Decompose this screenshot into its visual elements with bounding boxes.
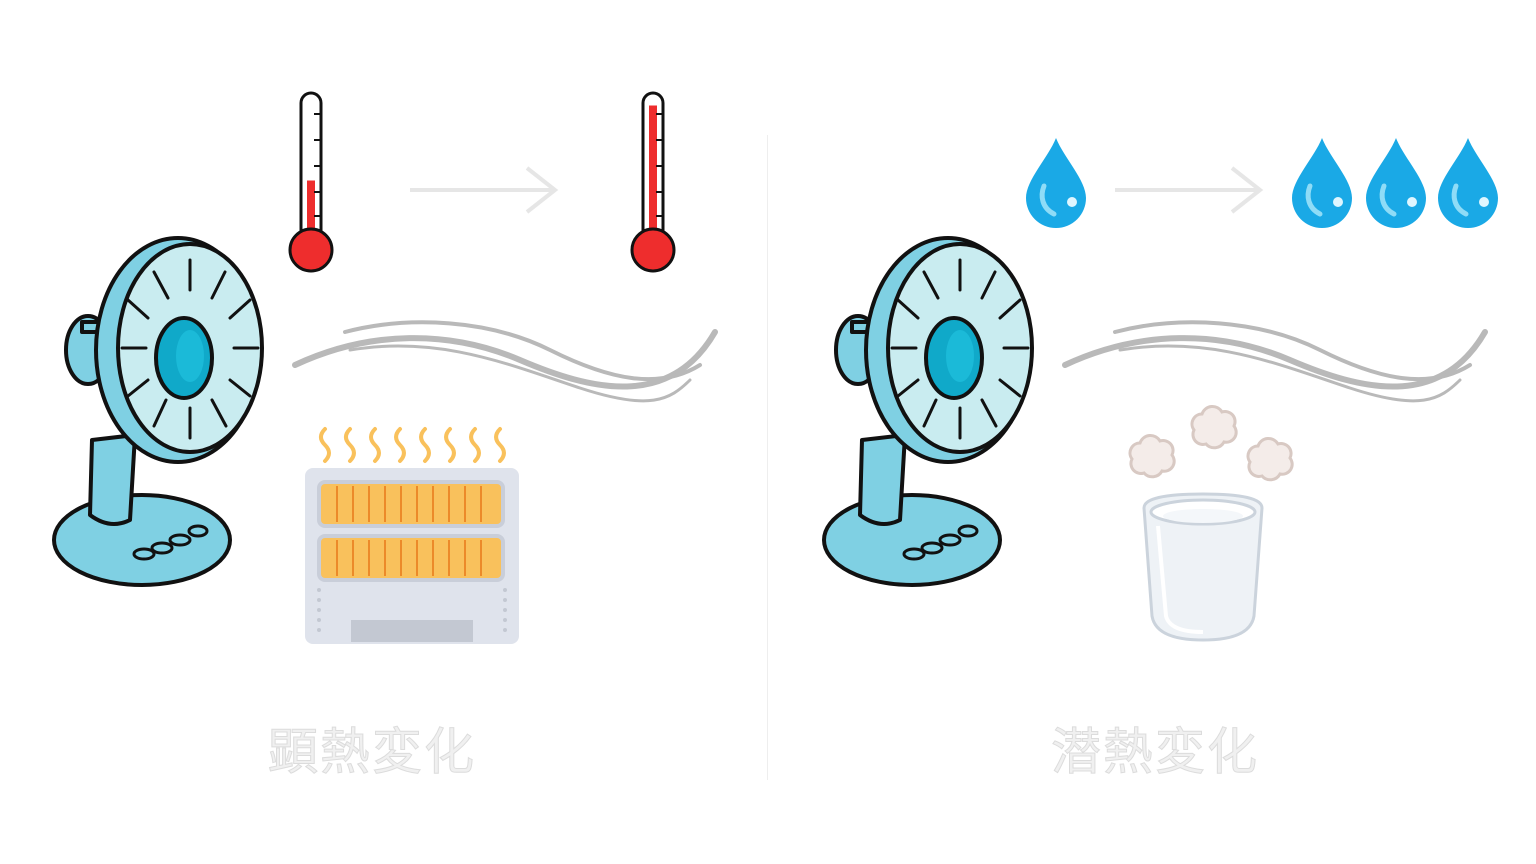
steam-icon xyxy=(1128,405,1294,482)
caption-sensible-heat: 顕熱変化 xyxy=(268,723,476,782)
cup-icon xyxy=(1142,492,1264,642)
thermometer-icon xyxy=(288,91,334,273)
wind-icon xyxy=(292,320,718,403)
caption-latent-heat: 潜熱変化 xyxy=(1051,723,1259,782)
heater-icon xyxy=(305,468,519,644)
thermometer-icon xyxy=(630,91,676,273)
panel-divider xyxy=(767,135,768,780)
fan-icon xyxy=(52,236,264,587)
arrow-right-icon xyxy=(1115,166,1264,214)
fan-icon xyxy=(822,236,1034,587)
arrow-right-icon xyxy=(410,166,559,214)
heat-waves-icon xyxy=(319,427,506,463)
water-drop-icon xyxy=(1292,138,1352,228)
water-drop-icon xyxy=(1366,138,1426,228)
wind-icon xyxy=(1062,320,1488,403)
panel-latent-heat: 潜熱変化 xyxy=(768,0,1536,864)
panel-sensible-heat: 顕熱変化 xyxy=(52,91,718,782)
water-drop-icon xyxy=(1438,138,1498,228)
water-drop-icon xyxy=(1026,138,1086,228)
